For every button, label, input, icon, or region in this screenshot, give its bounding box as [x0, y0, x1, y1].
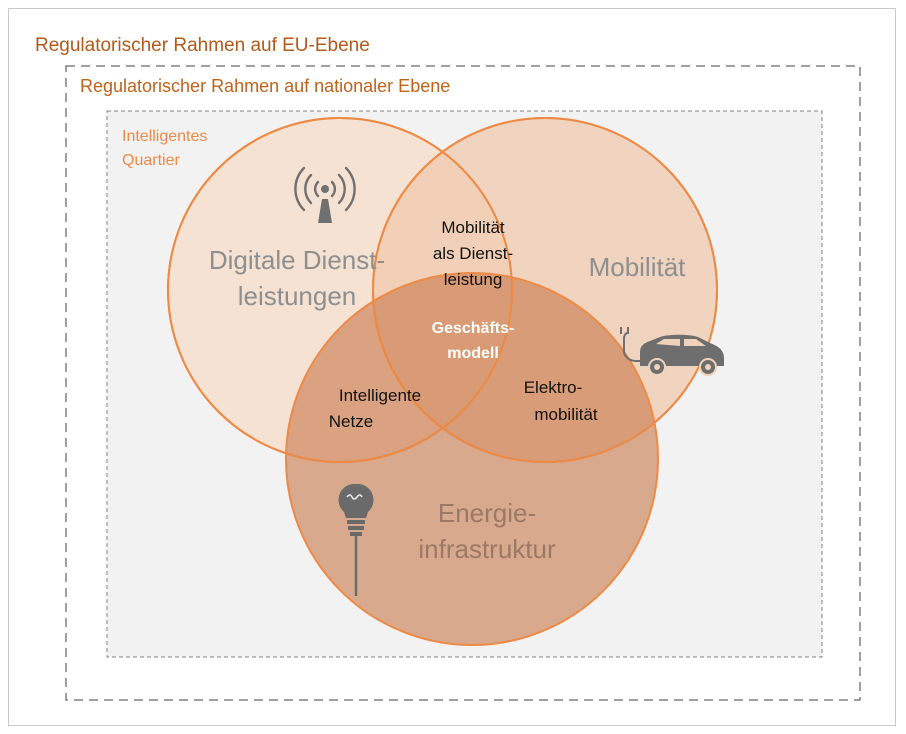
circle-digital-outline: [167, 117, 513, 463]
maas-label-line2: als Dienst-: [433, 244, 513, 263]
energy-label-line2: infrastruktur: [418, 534, 556, 564]
digital-label-line2: leistungen: [238, 281, 357, 311]
emobility-label-line1: Elektro-: [524, 378, 583, 397]
smart-grids-label-line2: Netze: [329, 412, 373, 431]
quarter-label-line2: Quartier: [122, 152, 180, 169]
eu-frame-label: Regulatorischer Rahmen auf EU-Ebene: [35, 35, 370, 56]
smart-grids-label-line1: Intelligente: [339, 386, 421, 405]
emobility-label-line2: mobilität: [534, 405, 598, 424]
circle-energy-infrastructure: [285, 272, 659, 646]
circle-mobility-outline: [372, 117, 718, 463]
electric-car-icon: [620, 327, 724, 376]
maas-label-line1: Mobilität: [441, 218, 505, 237]
national-frame: [65, 65, 861, 701]
maas-label-line3: leistung: [444, 270, 503, 289]
national-frame-label: Regulatorischer Rahmen auf nationaler Eb…: [80, 76, 450, 96]
light-bulb-icon: [338, 483, 374, 596]
wireless-antenna-icon: [294, 166, 356, 223]
digital-label-line1: Digitale Dienst-: [209, 245, 385, 275]
energy-label-line1: Energie-: [438, 498, 536, 528]
business-model-label-line1: Geschäfts-: [432, 320, 515, 337]
quarter-label-line1: Intelligentes: [122, 128, 207, 145]
business-model-label-line2: modell: [447, 345, 499, 362]
mobility-label: Mobilität: [589, 252, 687, 282]
